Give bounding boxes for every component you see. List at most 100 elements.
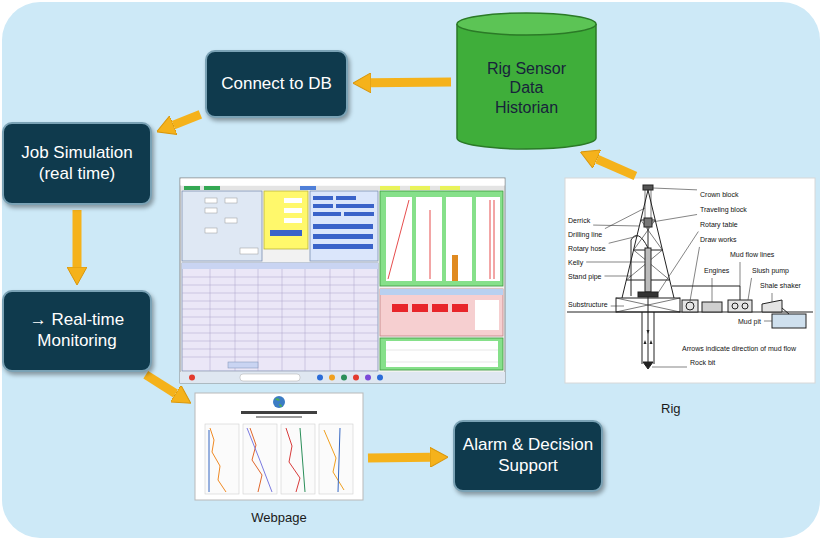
leader-line xyxy=(586,262,645,263)
simulator-screenshot-part xyxy=(300,186,316,190)
rig-illustration-part xyxy=(648,190,674,298)
webpage-screenshot-part xyxy=(286,428,300,492)
simulator-screenshot-part xyxy=(353,375,359,381)
simulator-screenshot-part xyxy=(329,375,335,381)
simulator-screenshot-part xyxy=(313,224,373,229)
simulator-screenshot-part xyxy=(344,212,374,216)
simulator-screenshot-part xyxy=(386,350,498,362)
simulator-screenshot-part xyxy=(336,204,374,208)
simulator-screenshot-part xyxy=(270,230,302,236)
rig-illustration-part xyxy=(644,330,653,344)
simulator-screenshot-part xyxy=(180,178,505,383)
node-label: Alarm & Decision Support xyxy=(459,435,597,476)
rig-illustration-part xyxy=(772,314,806,328)
webpage-screenshot-part xyxy=(205,424,239,494)
rig-node: Rig xyxy=(565,178,815,417)
leader-line xyxy=(652,367,687,368)
rig-illustration-part xyxy=(638,292,658,297)
part-label: Slush pump xyxy=(752,266,789,275)
process-box: Connect to DB xyxy=(205,50,348,118)
webpage-screenshot-part xyxy=(319,424,353,494)
simulator-screenshot-part xyxy=(181,179,505,186)
leader-line xyxy=(712,278,713,302)
simulator-screenshot-part xyxy=(205,228,217,233)
flow-arrow xyxy=(173,114,200,125)
simulator-screenshot-part xyxy=(284,198,302,203)
part-label: Mud pit xyxy=(738,317,761,326)
rig-illustration-part xyxy=(686,302,694,310)
simulator-screenshot-part xyxy=(392,304,408,312)
simulator-screenshot-part xyxy=(416,197,442,281)
leader-line xyxy=(605,208,645,229)
webpage-screenshot-part xyxy=(300,428,305,492)
simulator-screenshot-part xyxy=(182,263,378,371)
simulator-screenshot-part xyxy=(336,196,356,200)
simulator-screenshot-part xyxy=(490,200,494,279)
flow-arrow xyxy=(368,453,430,463)
simulator-screenshot-part xyxy=(180,372,505,383)
webpage-screenshot-part xyxy=(247,428,272,492)
part-label: Shale shaker xyxy=(760,281,801,290)
simulator-screenshot-part xyxy=(205,198,217,203)
rig-illustration-part xyxy=(645,190,651,218)
simulator-screenshot-part xyxy=(313,212,341,216)
leader-line xyxy=(611,306,624,307)
simulator-screenshot-part xyxy=(380,186,400,190)
webpage-screenshot-part xyxy=(210,428,226,492)
part-label: Substructure xyxy=(568,300,608,309)
simulator-screenshot-part xyxy=(365,375,371,381)
simulator-screenshot-part xyxy=(189,375,195,381)
rig-illustration-part xyxy=(672,286,740,300)
part-label: Crown block xyxy=(700,190,739,199)
simulator-screenshot xyxy=(180,178,505,383)
node-label: Webpage xyxy=(195,510,363,526)
simulator-screenshot-part xyxy=(380,289,503,295)
webpage-screenshot-part xyxy=(324,430,344,490)
flow-arrow xyxy=(371,77,451,87)
node-label: Rig xyxy=(661,401,815,417)
simulator-screenshot-part xyxy=(225,198,237,203)
leader-line xyxy=(652,214,697,222)
part-label: Draw works xyxy=(700,235,737,244)
flow-arrow xyxy=(597,159,635,176)
simulator-screenshot-part xyxy=(240,374,300,381)
leader-line xyxy=(764,321,772,322)
rig-illustration-part xyxy=(728,300,752,312)
simulator-screenshot-part xyxy=(313,204,333,208)
part-label: Traveling block xyxy=(700,205,747,214)
leader-line xyxy=(690,247,699,301)
webpage-screenshot-part xyxy=(275,398,282,407)
webpage-screenshot-part xyxy=(241,411,317,414)
simulator-screenshot-part xyxy=(377,375,383,381)
part-label: Derrick xyxy=(568,216,590,225)
part-label: Engines xyxy=(704,266,729,275)
node-label: Connect to DB xyxy=(221,74,332,95)
leader-line xyxy=(609,236,638,243)
simulator-screenshot-part xyxy=(205,208,217,213)
rig-illustration-part xyxy=(631,240,632,296)
rig-illustration-part xyxy=(643,362,653,369)
simulator-screenshot-part xyxy=(388,200,409,279)
rig-illustration-part xyxy=(742,303,748,309)
process-box: Job Simulation (real time) xyxy=(2,122,152,205)
simulator-screenshot-part xyxy=(313,244,373,249)
part-label: Drilling line xyxy=(568,230,602,239)
simulator-screenshot-part xyxy=(446,197,472,281)
rig-illustration-part xyxy=(702,302,722,312)
leader-line xyxy=(604,276,631,277)
webpage-node: Webpage xyxy=(195,393,363,526)
webpage-screenshot-part xyxy=(338,428,340,492)
rig-illustration-part xyxy=(648,297,649,362)
leader-line xyxy=(748,278,752,300)
flow-arrow xyxy=(73,210,82,267)
simulator-screenshot-part xyxy=(452,255,458,281)
leader-line xyxy=(740,262,741,286)
leader-line xyxy=(593,225,639,227)
webpage-screenshot-part xyxy=(243,424,277,494)
webpage-screenshot-part xyxy=(209,430,210,492)
simulator-screenshot-part xyxy=(240,248,258,254)
webpage-screenshot-part xyxy=(281,424,315,494)
node-label: → Real-time Monitoring xyxy=(14,310,140,351)
simulator-screenshot-part xyxy=(184,186,200,190)
